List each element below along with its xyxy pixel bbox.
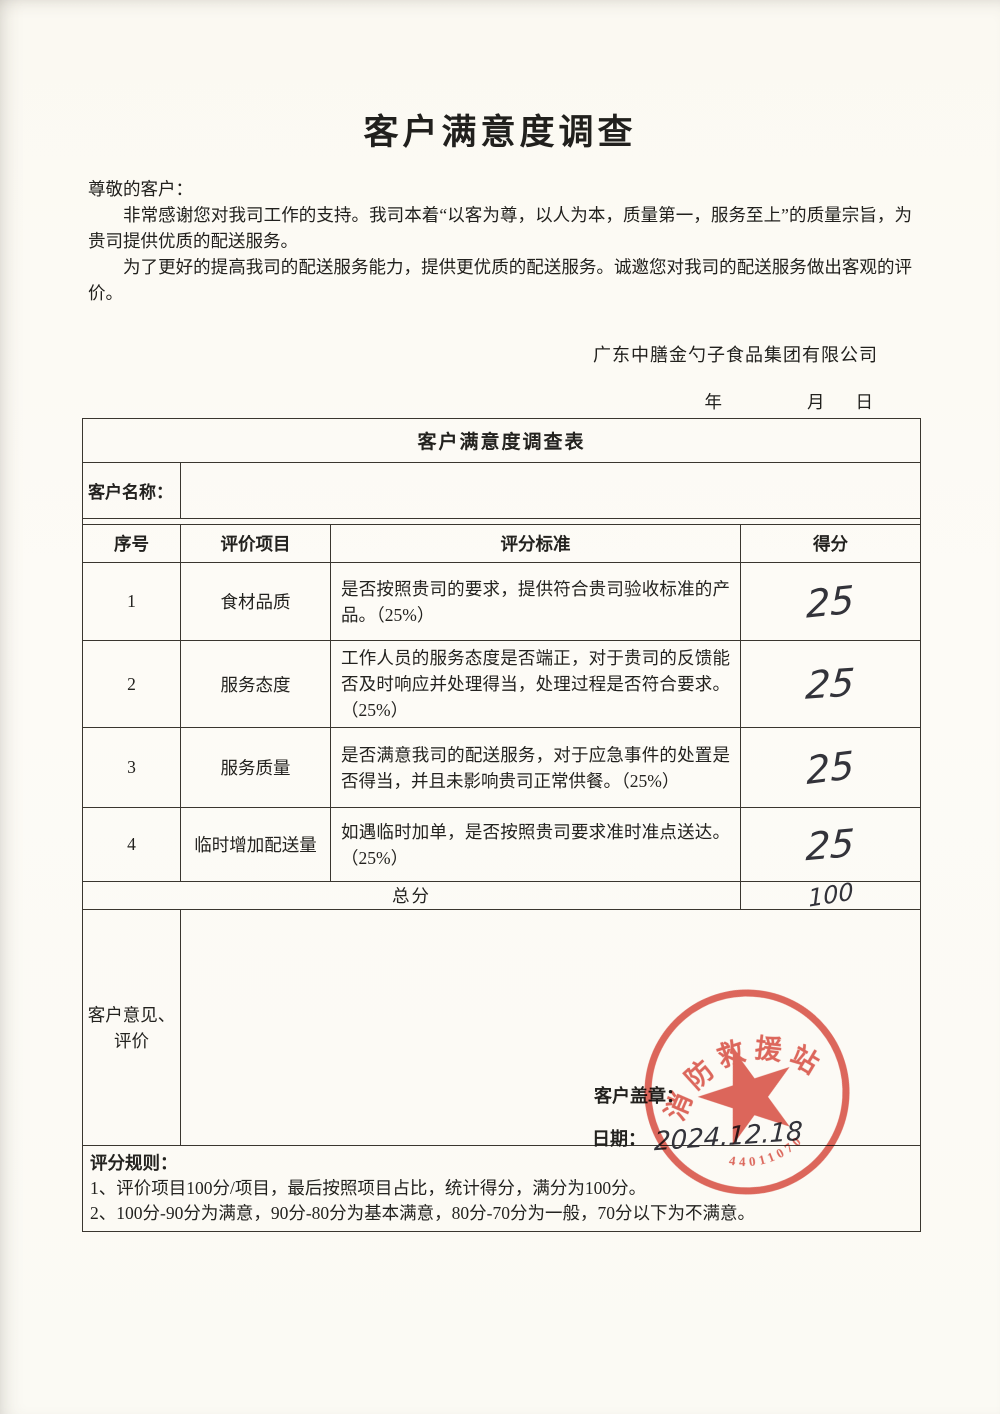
- handwritten-total-score: 100: [807, 877, 854, 913]
- customer-name-row: 客户名称：: [82, 462, 922, 519]
- table-title-row: 客户满意度调查表: [81, 418, 922, 463]
- scoring-rules: 评分规则： 1、评价项目100分/项目，最后按照项目占比，统计得分，满分为100…: [81, 1145, 922, 1232]
- handwritten-date: 2024.12.18: [653, 1116, 804, 1158]
- feedback-area: 客户盖章： 日期： 2024.12.18: [179, 909, 922, 1157]
- row-criteria: 是否按照贵司的要求，提供符合贵司验收标准的产品。（25%）: [330, 562, 741, 641]
- header-no: 序号: [82, 524, 181, 563]
- row-number: 3: [82, 727, 181, 808]
- table-row: 3 服务质量 是否满意我司的配送服务，对于应急事件的处置是否得当，并且未影响贵司…: [82, 727, 922, 808]
- scoring-rules-row: 评分规则： 1、评价项目100分/项目，最后按照项目占比，统计得分，满分为100…: [81, 1145, 922, 1232]
- satisfaction-survey-table: 客户满意度调查表 客户名称： 序号 评价项目 评分标准 得分 1 食材品质 是否…: [81, 418, 922, 1232]
- row-criteria: 如遇临时加单，是否按照贵司要求准时准点送达。（25%）: [330, 807, 741, 882]
- row-item: 服务态度: [180, 640, 331, 728]
- company-name: 广东中膳金勺子食品集团有限公司: [593, 345, 878, 365]
- header-criteria: 评分标准: [330, 524, 741, 563]
- feedback-label: 客户意见、评价: [82, 909, 181, 1146]
- row-criteria: 是否满意我司的配送服务，对于应急事件的处置是否得当，并且未影响贵司正常供餐。（2…: [330, 727, 741, 808]
- header-item: 评价项目: [180, 524, 331, 563]
- table-title: 客户满意度调查表: [81, 418, 922, 463]
- customer-name-field: [179, 462, 922, 519]
- row-score-cell: 25: [739, 562, 922, 641]
- year-label: 年: [704, 392, 723, 412]
- row-item: 食材品质: [180, 562, 331, 641]
- intro-paragraph-2: 为了更好的提高我司的配送服务能力，提供更优质的配送服务。诚邀您对我司的配送服务做…: [88, 257, 912, 303]
- table-row: 4 临时增加配送量 如遇临时加单，是否按照贵司要求准时准点送达。（25%） 25: [82, 807, 922, 882]
- row-score-cell: 25: [739, 727, 922, 808]
- month-label: 月: [807, 392, 825, 412]
- row-number: 4: [82, 807, 181, 882]
- header-score: 得分: [739, 524, 922, 563]
- row-criteria: 工作人员的服务态度是否端正，对于贵司的反馈能否及时响应并处理得当，处理过程是否符…: [330, 640, 741, 728]
- document-title: 客户满意度调查: [363, 113, 637, 152]
- handwritten-score: 25: [806, 576, 855, 627]
- total-score-cell: 100: [739, 877, 922, 913]
- handwritten-score: 25: [805, 742, 856, 793]
- row-score-cell: 25: [739, 807, 922, 882]
- handwritten-score: 25: [804, 660, 857, 708]
- row-item: 临时增加配送量: [180, 807, 331, 882]
- row-number: 1: [82, 562, 181, 641]
- intro-paragraph-1: 非常感谢您对我司工作的支持。我司本着“以客为尊，以人为本，质量第一，服务至上”的…: [88, 205, 912, 251]
- signature-date-line: 年月日: [705, 389, 874, 414]
- intro-section: 尊敬的客户： 非常感谢您对我司工作的支持。我司本着“以客为尊，以人为本，质量第一…: [88, 176, 912, 306]
- date-label: 日期：: [592, 1129, 646, 1149]
- table-header-row: 序号 评价项目 评分标准 得分: [82, 524, 922, 563]
- total-label: 总分: [82, 881, 741, 910]
- row-score-cell: 25: [739, 640, 922, 728]
- row-number: 2: [82, 640, 181, 728]
- total-row: 总分 100: [82, 877, 922, 913]
- rule-item-1: 1、评价项目100分/项目，最后按照项目占比，统计得分，满分为100分。: [90, 1178, 647, 1198]
- rule-item-2: 2、100分-90分为满意，90分-80分为基本满意，80分-70分为一般，70…: [90, 1203, 755, 1223]
- salutation: 尊敬的客户：: [88, 179, 193, 199]
- date-field: 日期： 2024.12.18: [592, 1117, 803, 1158]
- table-row: 1 食材品质 是否按照贵司的要求，提供符合贵司验收标准的产品。（25%） 25: [82, 562, 922, 641]
- feedback-row: 客户意见、评价 客户盖章： 日期： 2024.12.18: [82, 909, 922, 1157]
- handwritten-score: 25: [805, 820, 856, 869]
- row-item: 服务质量: [180, 727, 331, 808]
- customer-stamp-label: 客户盖章：: [594, 1086, 684, 1106]
- day-label: 日: [855, 392, 874, 412]
- customer-name-label: 客户名称：: [82, 462, 181, 519]
- table-row: 2 服务态度 工作人员的服务态度是否端正，对于贵司的反馈能否及时响应并处理得当，…: [82, 640, 922, 728]
- rules-title: 评分规则：: [90, 1153, 178, 1173]
